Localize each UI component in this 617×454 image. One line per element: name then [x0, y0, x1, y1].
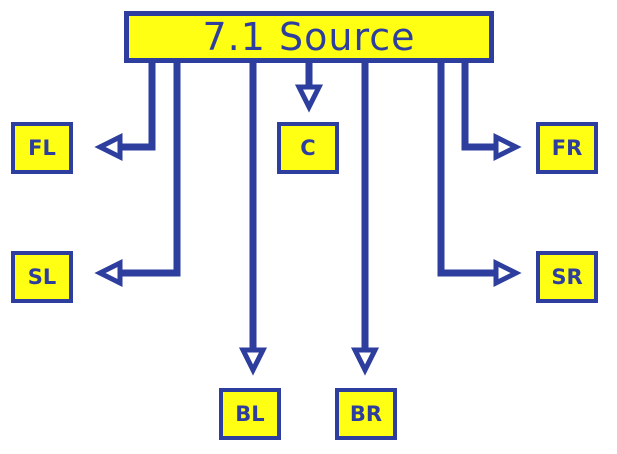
channel-box-c: C	[277, 122, 339, 174]
channel-box-fr: FR	[536, 122, 598, 174]
channel-label-sr: SR	[551, 264, 583, 289]
channel-label-c: C	[300, 135, 316, 160]
connector-fl	[118, 63, 156, 151]
arrowhead-sr	[493, 258, 522, 288]
connector-fr	[461, 63, 497, 151]
arrowhead-br	[350, 347, 380, 376]
source-box: 7.1 Source	[124, 11, 494, 63]
arrowhead-sl	[94, 258, 123, 288]
channel-label-sl: SL	[27, 264, 57, 289]
channel-box-bl: BL	[219, 388, 281, 440]
channel-label-fl: FL	[28, 135, 56, 160]
arrowhead-bl	[238, 347, 268, 376]
channel-box-fl: FL	[11, 122, 73, 174]
arrowhead-c	[294, 84, 324, 113]
channel-label-fr: FR	[551, 135, 583, 160]
channel-box-sr: SR	[536, 251, 598, 303]
source-label: 7.1 Source	[202, 15, 416, 59]
channel-box-sl: SL	[11, 251, 73, 303]
connector-sr	[437, 63, 497, 277]
channel-label-br: BR	[349, 401, 383, 426]
arrowhead-fl	[94, 132, 123, 162]
channel-box-br: BR	[335, 388, 397, 440]
channel-label-bl: BL	[235, 401, 265, 426]
connector-sl	[118, 63, 181, 277]
arrowhead-fr	[493, 132, 522, 162]
